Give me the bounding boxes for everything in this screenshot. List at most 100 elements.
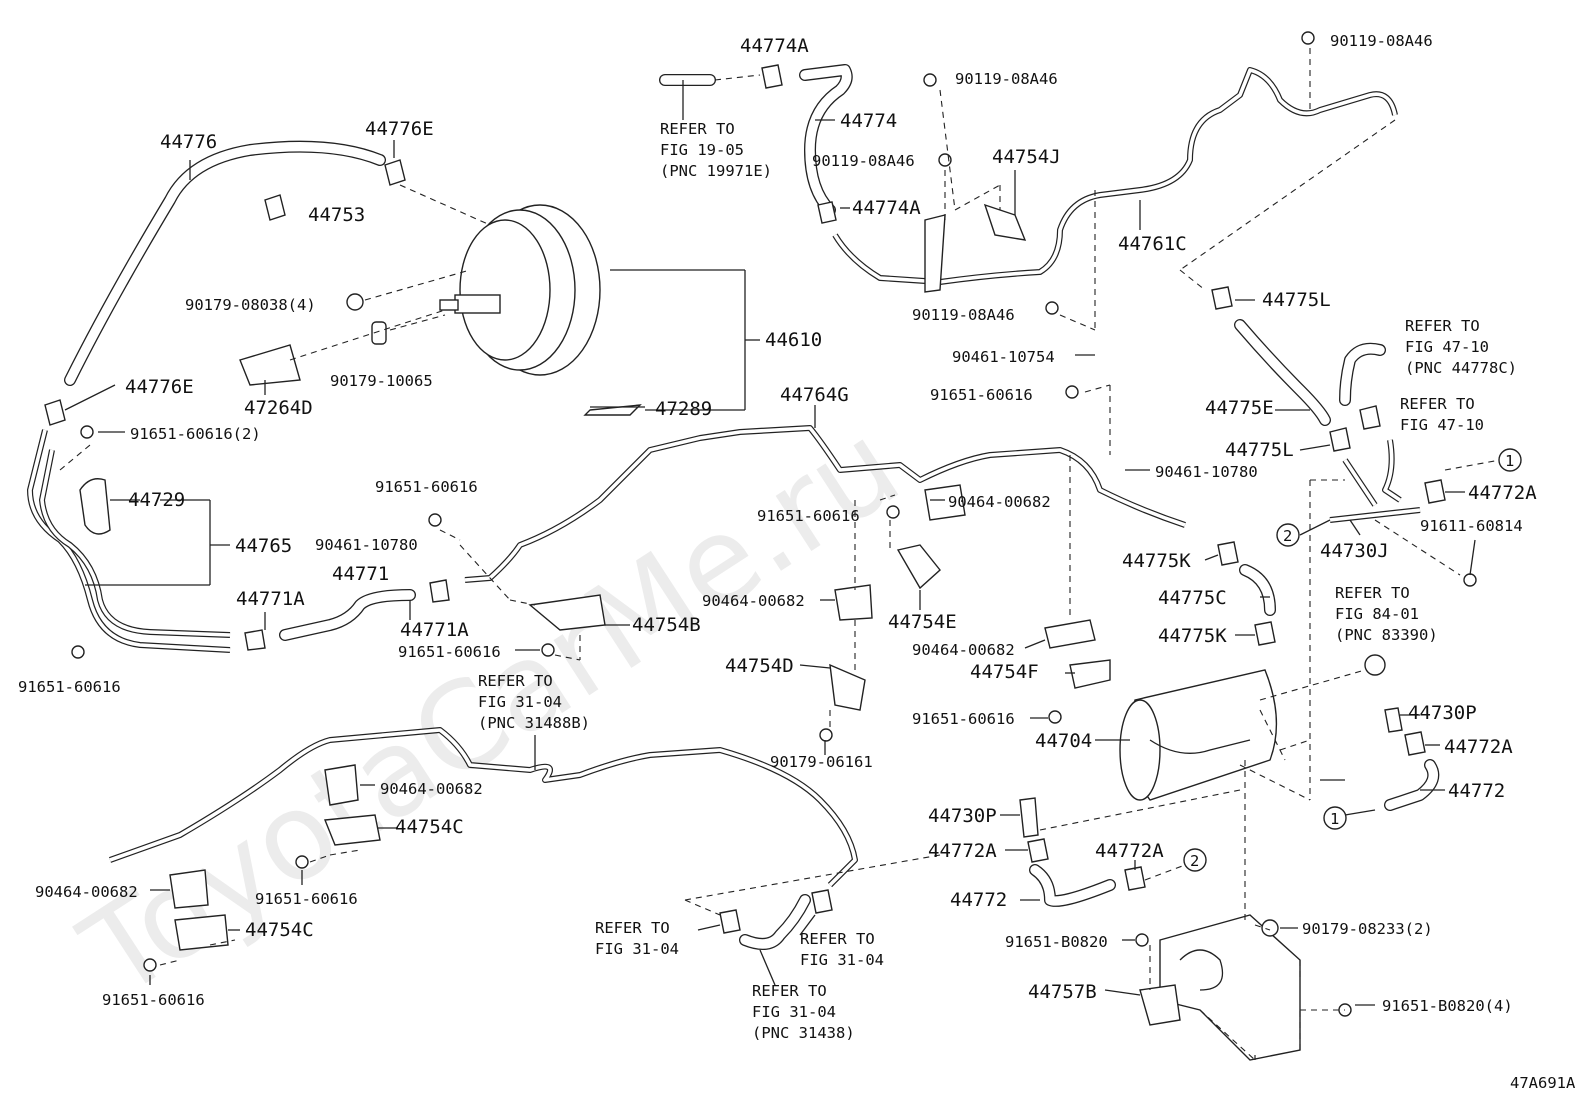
- part-label: 44775K: [1122, 550, 1191, 572]
- part-label: 90179-06161: [770, 753, 873, 771]
- clamp-44775K-b: [1254, 621, 1276, 646]
- clamp-44774A-mid: [817, 201, 837, 224]
- part-label: 44754J: [992, 146, 1061, 168]
- part-label: REFER TO: [1405, 317, 1480, 335]
- callout-number: 1: [1330, 810, 1339, 828]
- part-label: 44771A: [236, 588, 305, 610]
- part-label: 44765: [235, 535, 292, 557]
- part-label: 90461-10780: [1155, 463, 1258, 481]
- part-label: 44772: [1448, 780, 1505, 802]
- part-label: 44772A: [1444, 736, 1513, 758]
- clip-90464-00682-b: [834, 584, 873, 621]
- hose-fig-31-04: [739, 894, 811, 950]
- part-label: 44753: [308, 204, 365, 226]
- part-label: (PNC 44778C): [1405, 359, 1517, 377]
- bracket-47264D: [239, 344, 301, 386]
- part-label: 44772A: [1468, 482, 1537, 504]
- part-label: 91611-60814: [1420, 517, 1523, 535]
- part-label: 90179-08038(4): [185, 296, 316, 314]
- part-label: FIG 31-04: [800, 951, 884, 969]
- part-label: (PNC 31438): [752, 1024, 855, 1042]
- part-label: 91651-60616: [912, 710, 1015, 728]
- bracket-44754E: [896, 544, 941, 590]
- part-label: 44757B: [1028, 981, 1097, 1003]
- part-label: FIG 31-04: [595, 940, 679, 958]
- hose-44771: [279, 589, 416, 641]
- part-label: REFER TO: [752, 982, 827, 1000]
- vacuum-hose-44776: [64, 140, 386, 386]
- part-label: 44754E: [888, 611, 957, 633]
- callout-number: 2: [1283, 527, 1292, 545]
- part-label: FIG 31-04: [752, 1003, 836, 1021]
- part-label: 44730J: [1320, 540, 1389, 562]
- bracket-44754F: [1069, 659, 1111, 689]
- bracket-44754C-a: [324, 814, 381, 846]
- grommet-83390: [1364, 654, 1386, 676]
- part-label: 44775E: [1205, 397, 1274, 419]
- part-label: 44761C: [1118, 233, 1187, 255]
- part-label: 91651-60616: [375, 478, 478, 496]
- pipe-44730J: [1329, 439, 1421, 523]
- part-labels: 44774A 90119-08A46 44776 44776E REFER TO…: [18, 32, 1537, 1042]
- leader-lines: [64, 80, 1476, 1006]
- part-label: 44772: [950, 889, 1007, 911]
- pipe-44764G: [464, 425, 1186, 583]
- part-label: 44776E: [125, 376, 194, 398]
- part-label: 90119-08A46: [955, 70, 1058, 88]
- part-label: 44771: [332, 563, 389, 585]
- part-label: 90464-00682: [912, 641, 1015, 659]
- clip-90464-00682-c: [1044, 619, 1096, 649]
- spacer-90179-10065: [371, 321, 387, 345]
- clamp-44775L-a: [1211, 286, 1233, 310]
- clamp-44774A-top: [761, 64, 783, 89]
- clamp-44771A-b: [429, 579, 450, 603]
- part-label: 44610: [765, 329, 822, 351]
- part-label: 90119-08A46: [812, 152, 915, 170]
- part-label: 44775K: [1158, 625, 1227, 647]
- diagram-code: 47A691A: [1510, 1074, 1576, 1092]
- part-label: 91651-60616(2): [130, 425, 261, 443]
- part-label: 90119-08A46: [912, 306, 1015, 324]
- part-label: 91651-B0820: [1005, 933, 1108, 951]
- part-label: (PNC 83390): [1335, 626, 1438, 644]
- part-label: (PNC 19971E): [660, 162, 772, 180]
- part-label: 91651-60616: [930, 386, 1033, 404]
- part-label: FIG 47-10: [1405, 338, 1489, 356]
- part-label: 90464-00682: [948, 493, 1051, 511]
- part-label: 44774A: [740, 35, 809, 57]
- clip-90464-00682-d: [324, 764, 359, 806]
- part-label: REFER TO: [595, 919, 670, 937]
- part-label: 44754B: [632, 614, 701, 636]
- clamp-44772A-c: [1027, 838, 1049, 863]
- callout-number: 1: [1505, 452, 1514, 470]
- clip-90464-00682-a: [924, 484, 966, 521]
- bracket-mid: [924, 214, 946, 293]
- part-label: 44775C: [1158, 587, 1227, 609]
- clamp-44772A-a: [1424, 479, 1446, 504]
- pipe-31488B: [108, 727, 858, 888]
- part-label: REFER TO: [660, 120, 735, 138]
- hose-44774: [799, 64, 853, 216]
- part-label: REFER TO: [1335, 584, 1410, 602]
- part-label: FIG 19-05: [660, 141, 744, 159]
- part-label: 91651-60616: [255, 890, 358, 908]
- clamp-44775L-b: [1329, 427, 1351, 452]
- clamp-fig-47-10: [1359, 405, 1381, 430]
- pipe-44761C: [832, 67, 1398, 285]
- hose-44775C: [1239, 564, 1276, 616]
- part-label: 91651-B0820(4): [1382, 997, 1513, 1015]
- callout-2-bottom: 2: [1183, 848, 1207, 872]
- part-label: 47289: [655, 398, 712, 420]
- grommet-90179-08233: [1261, 919, 1279, 937]
- callout-2-left: 2: [1276, 523, 1300, 547]
- part-label: 44754F: [970, 661, 1039, 683]
- callout-number: 2: [1190, 852, 1199, 870]
- clamp-fig-31-04-b: [811, 889, 833, 914]
- part-label: 47264D: [244, 397, 313, 419]
- clip-90464-00682-e: [169, 869, 209, 909]
- hose-fig-47-10: [1339, 342, 1386, 406]
- part-label: FIG 84-01: [1335, 605, 1419, 623]
- hose-44772-right: [1384, 759, 1440, 811]
- clamp-44775K-a: [1217, 541, 1239, 566]
